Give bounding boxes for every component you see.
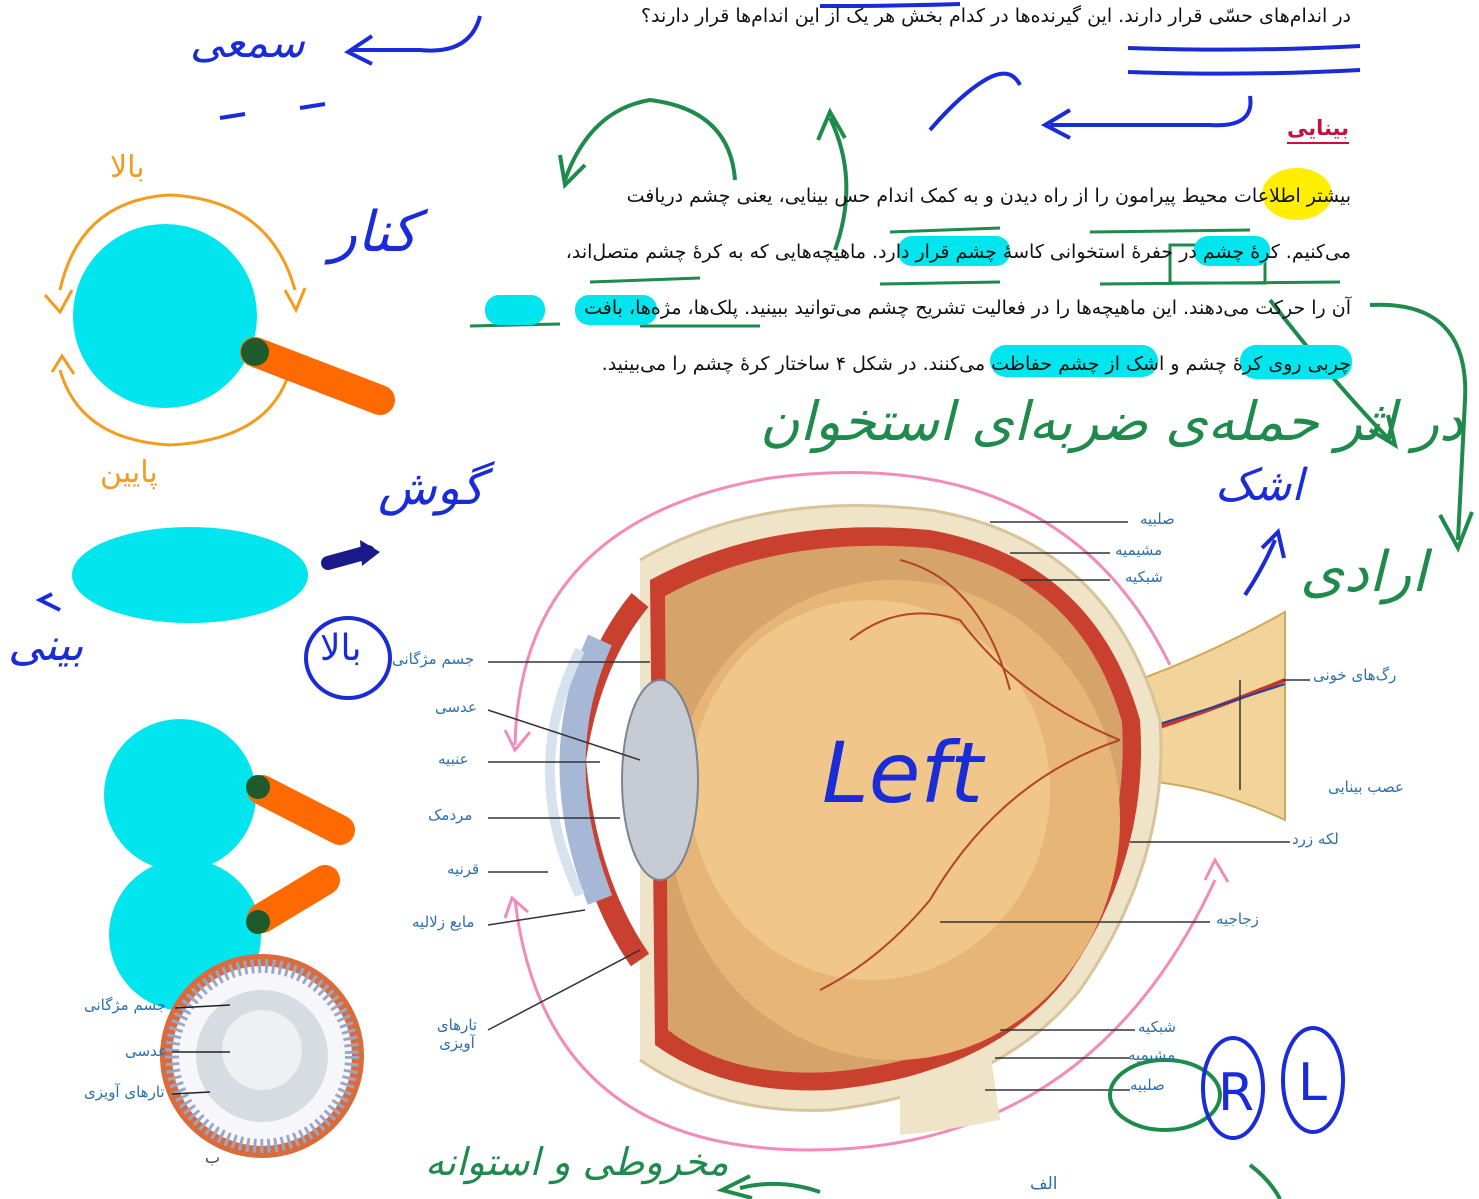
body-paragraph: بیشتر اطلاعات محیط پیرامون را از راه دید… xyxy=(451,168,1351,392)
section-title: بینایی xyxy=(1287,116,1349,144)
note-side: کنار xyxy=(330,200,418,265)
label-iris: عنبیه xyxy=(438,750,469,768)
paragraph-line: می‌کنیم. کرهٔ چشم در حفرهٔ استخوانی کاسه… xyxy=(451,224,1351,280)
paragraph-line: آن را حرکت می‌دهند. این ماهیچه‌ها را در … xyxy=(451,280,1351,336)
label-b-lens: عدسی xyxy=(125,1042,167,1060)
paragraph-line: چربی روی کرهٔ چشم و اشک از چشم حفاظت می‌… xyxy=(451,336,1351,392)
label-optic-nerve: عصب بینایی xyxy=(1328,778,1404,796)
paragraph-line: بیشتر اطلاعات محیط پیرامون را از راه دید… xyxy=(451,168,1351,224)
label-macula: لکه زرد xyxy=(1292,830,1339,848)
label-retina: شبکیه xyxy=(1125,568,1163,586)
label-choroid: مشیمیه xyxy=(1115,541,1162,559)
figure-a-caption: الف xyxy=(1030,1174,1058,1194)
label-sclera: صلبیه xyxy=(1140,510,1175,528)
note-up-circled: بالا xyxy=(320,628,362,669)
label-lens: عدسی xyxy=(435,698,477,716)
note-up: بالا xyxy=(110,150,145,185)
letter-l: L xyxy=(1298,1053,1327,1113)
figure-b-caption: ب xyxy=(205,1148,220,1167)
left-handwriting: Left xyxy=(822,724,986,822)
label-pupil: مردمک xyxy=(428,806,472,824)
label-cornea: قرنیه xyxy=(447,860,479,878)
note-ear: گوش xyxy=(378,460,484,516)
label-ciliary-body: جسم مژگانی xyxy=(392,650,474,668)
label-aqueous: مایع زلالیه xyxy=(412,913,474,931)
label-b-ciliary: جسم مژگانی xyxy=(84,996,166,1014)
label-retina-lower: شبکیه xyxy=(1138,1018,1176,1036)
question-line: در اندام‌های حسّی قرار دارند. این گیرنده… xyxy=(641,0,1351,32)
letter-r: R xyxy=(1218,1063,1254,1123)
note-tear: اشک xyxy=(1215,460,1303,511)
note-voluntary: ارادی xyxy=(1300,540,1427,605)
note-down: پایین xyxy=(100,455,158,490)
label-vitreous: زجاجیه xyxy=(1216,910,1259,928)
note-bone-cavity: در اثر حمله‌ی ضربه‌ای استخوان xyxy=(760,390,1463,453)
note-nose: بینی xyxy=(8,620,83,671)
label-zonule: تارهای آویزی xyxy=(432,1016,482,1052)
label-choroid-lower: مشیمیه xyxy=(1128,1046,1175,1064)
note-hearing: سمعی xyxy=(190,18,305,67)
label-b-zonule: تارهای آویزی xyxy=(84,1083,165,1101)
label-sclera-lower: صلبیه xyxy=(1130,1076,1165,1094)
note-cones-rods: مخروطی و استوانه xyxy=(425,1140,729,1184)
label-blood-vessels: رگ‌های خونی xyxy=(1313,666,1396,684)
